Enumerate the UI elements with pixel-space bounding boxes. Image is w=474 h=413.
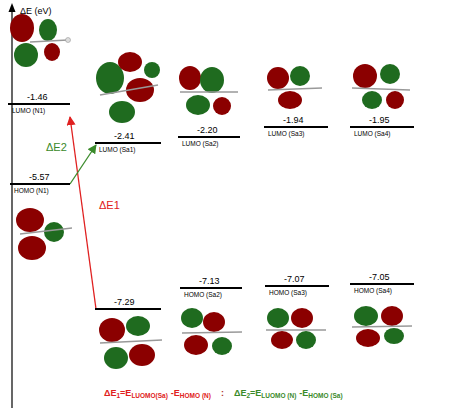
- orbital-lumo-sa3: [267, 66, 322, 109]
- energy-level: -1.95LUMO (Sa4): [350, 115, 414, 138]
- orbital-homo-n1: [16, 208, 72, 260]
- level-line: [264, 126, 328, 128]
- orbital-lumo-sa2: [179, 66, 238, 115]
- orbital-label: LUMO (Sa3): [264, 129, 328, 138]
- formula-part: LUOMO(Sa): [131, 392, 167, 399]
- energy-value: -2.20: [178, 125, 240, 136]
- formula-part: 1: [116, 392, 120, 399]
- energy-level: -5.57HOMO (N1): [10, 172, 70, 195]
- level-line: [95, 308, 161, 310]
- level-line: [350, 126, 414, 128]
- level-line: [10, 183, 70, 185]
- energy-value: -1.95: [350, 115, 414, 126]
- formula-part: :: [221, 388, 224, 398]
- orbital-label: LUMO (Sa1): [95, 145, 161, 154]
- transition-arrow: [70, 117, 96, 309]
- energy-value: -7.07: [265, 274, 329, 285]
- formula-part: =E: [120, 388, 131, 398]
- energy-value: -1.94: [264, 115, 328, 126]
- energy-value: -7.05: [350, 272, 414, 283]
- orbital-homo-sa4: [352, 306, 412, 347]
- orbital-homo-sa1: [99, 316, 162, 369]
- orbital-label: HOMO (N1): [10, 186, 70, 195]
- formula-part: LUOMO (N): [261, 392, 296, 399]
- orbital-lumo-sa4: [352, 64, 410, 109]
- formula: ΔE1=ELUOMO(Sa)-EHOMO (N):ΔE2=ELUOMO (N)-…: [104, 388, 343, 398]
- orbital-label: HOMO (Sa2): [180, 290, 242, 299]
- energy-value: -7.13: [180, 276, 242, 287]
- axis-arrowhead: [9, 3, 16, 12]
- orbital-label: LUMO (Sa4): [350, 129, 414, 138]
- transition-arrow: [70, 145, 96, 184]
- formula-part: -E: [299, 388, 308, 398]
- orbital-lumo-n1: [10, 14, 71, 67]
- orbital-label: HOMO (Sa4): [350, 286, 414, 295]
- axis-label: ΔE (eV): [20, 6, 52, 16]
- orbital-lumo-sa1: [96, 52, 160, 123]
- energy-level: -7.05HOMO (Sa4): [350, 272, 414, 295]
- formula-part: HOMO (N): [180, 392, 211, 399]
- energy-level: -2.20LUMO (Sa2): [178, 125, 240, 148]
- level-line: [350, 283, 414, 285]
- level-line: [8, 103, 70, 105]
- energy-value: -5.57: [10, 172, 70, 183]
- energy-level: -7.13HOMO (Sa2): [180, 276, 242, 299]
- formula-part: HOMO (Sa): [308, 392, 342, 399]
- level-line: [265, 285, 329, 287]
- orbital-label: HOMO (Sa3): [265, 288, 329, 297]
- energy-value: -2.41: [95, 131, 161, 142]
- formula-part: ΔE: [104, 388, 116, 398]
- orbital-homo-sa2: [181, 308, 242, 355]
- orbital-label: LUMO (Sa2): [178, 139, 240, 148]
- level-line: [180, 287, 242, 289]
- energy-level: -7.07HOMO (Sa3): [265, 274, 329, 297]
- energy-value: -1.46: [8, 92, 70, 103]
- formula-part: 2: [246, 392, 250, 399]
- formula-part: =E: [250, 388, 261, 398]
- energy-axis: [11, 8, 12, 408]
- orbital-homo-sa3: [266, 308, 326, 349]
- energy-level: -2.41LUMO (Sa1): [95, 131, 161, 154]
- energy-value: -7.29: [95, 297, 161, 308]
- level-line: [178, 136, 240, 138]
- energy-level: -1.94LUMO (Sa3): [264, 115, 328, 138]
- level-line: [95, 142, 161, 144]
- gap-label: ΔE1: [99, 199, 120, 211]
- formula-part: -E: [171, 388, 180, 398]
- energy-level: -7.29: [95, 297, 161, 310]
- orbital-label: LUMO (N1): [8, 106, 70, 115]
- energy-level: -1.46LUMO (N1): [8, 92, 70, 115]
- gap-label: ΔE2: [46, 141, 67, 153]
- formula-part: ΔE: [234, 388, 246, 398]
